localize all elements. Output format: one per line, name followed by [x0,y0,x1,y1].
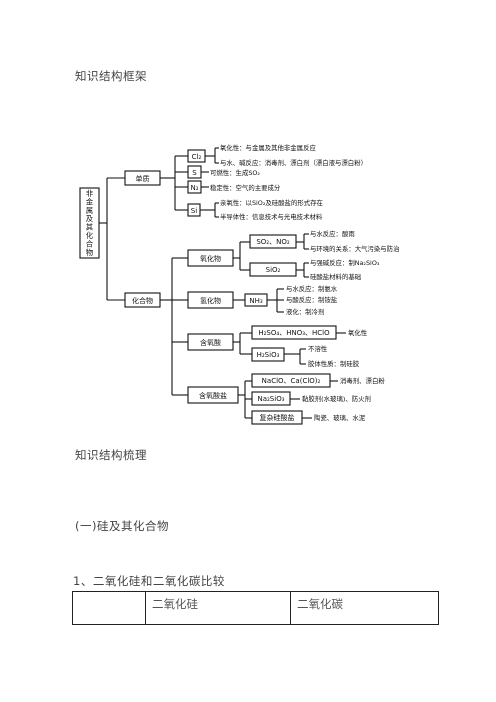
cl2-box [187,149,206,163]
nh3-box [244,293,268,307]
acids-label: H₂SO₄、HNO₃、HClO [258,329,330,337]
na2sio3-label: Na₂SiO₃ [257,395,284,403]
table-header-cell: 二氧化硅 [145,591,291,625]
naclo-box [251,373,331,388]
oxyacid-label: 含氧酸 [200,338,221,347]
heading-framework: 知识结构框架 [75,69,147,83]
s-label: S [192,169,197,177]
heading-section-1: (一)硅及其化合物 [75,519,169,533]
root-box [79,187,100,259]
oxysalt-box [187,386,239,404]
si-property-1-text: 亲氧性：以SiO₂及硅酸盐的形式存在 [220,198,323,207]
s-box [187,165,202,179]
diagram-connectors [99,147,346,419]
nh3-label: NH₃ [249,297,263,305]
nh3-water-text: 与水反应：制氨水 [286,284,338,293]
single-substance-label: 单质 [136,174,150,183]
acids-property-text: 氧化性 [348,328,368,337]
knowledge-structure-diagram: 非金属及其化合物 单质 化合物 Cl₂ 氧化性：与金属及其他非金属反应 与水、碱… [79,143,400,425]
heading-organize: 知识结构梳理 [75,448,147,462]
nh3-acid-text: 与酸反应：制铵盐 [286,295,338,304]
h2sio3-label: H₂SiO₃ [257,351,280,359]
so2-water-text: 与水反应：酸雨 [310,229,355,238]
hydride-label: 氢化物 [200,296,221,305]
na2sio3-use-text: 黏胶剂(水玻璃)、防火剂 [302,394,371,403]
naclo-label: NaClO、Ca(ClO)₂ [262,377,321,385]
so2-no2-label: SO₂、NO₂ [256,238,290,246]
silicate-use-text: 陶瓷、玻璃、水泥 [314,413,366,422]
h2sio3-box [251,347,285,362]
sio2-base-text: 与强碱反应：制Na₂SiO₃ [310,258,380,267]
table-header-cell [72,591,146,625]
heading-item-1: 1、二氧化硅和二氧化碳比较 [73,574,225,588]
oxide-label: 氧化物 [200,254,221,263]
so2-environment-text: 与环境的关系：大气污染与防治 [310,244,400,253]
root-label: 非金属及其化合物 [86,189,94,257]
si-property-2-text: 半导体性：信息技术与光电技术材料 [220,212,323,221]
single-substance-box [124,170,161,186]
sio2-label: SiO₂ [266,266,281,274]
n2-box [187,180,202,194]
cl2-oxidation-text: 氧化性：与金属及其他非金属反应 [220,143,316,152]
comparison-table: 二氧化硅 二氧化碳 [72,591,439,625]
naclo-use-text: 消毒剂、漂白粉 [340,376,385,385]
oxide-box [187,249,234,267]
table-header-row: 二氧化硅 二氧化碳 [72,591,439,625]
h2sio3-property-2-text: 胶体性质：制硅胶 [308,359,360,368]
na2sio3-box [251,391,291,406]
s-property-text: 可燃性：生成SO₂ [210,168,260,177]
n2-label: N₂ [190,184,198,192]
silicate-box [251,410,303,425]
acids-box [251,325,337,340]
compound-label: 化合物 [132,296,153,305]
cl2-label: Cl₂ [192,153,202,161]
si-label: Si [191,207,197,215]
compound-box [124,292,161,308]
so2-no2-box [249,234,297,249]
silicate-label: 复杂硅酸盐 [260,413,295,422]
nh3-liquefy-text: 液化：制冷剂 [286,307,324,316]
si-box [187,203,201,217]
n2-property-text: 稳定性：空气的主要成分 [210,183,281,192]
hydride-box [187,291,234,309]
table-header-cell: 二氧化碳 [290,591,439,625]
oxysalt-label: 含氧酸盐 [199,391,227,400]
cl2-reaction-text: 与水、碱反应：消毒剂、漂白剂（漂白液与漂白粉） [220,158,367,167]
sio2-box [249,262,297,277]
oxyacid-box [187,333,234,351]
h2sio3-property-1-text: 不溶性 [308,344,328,353]
sio2-material-text: 硅酸盐材料的基础 [310,272,361,281]
